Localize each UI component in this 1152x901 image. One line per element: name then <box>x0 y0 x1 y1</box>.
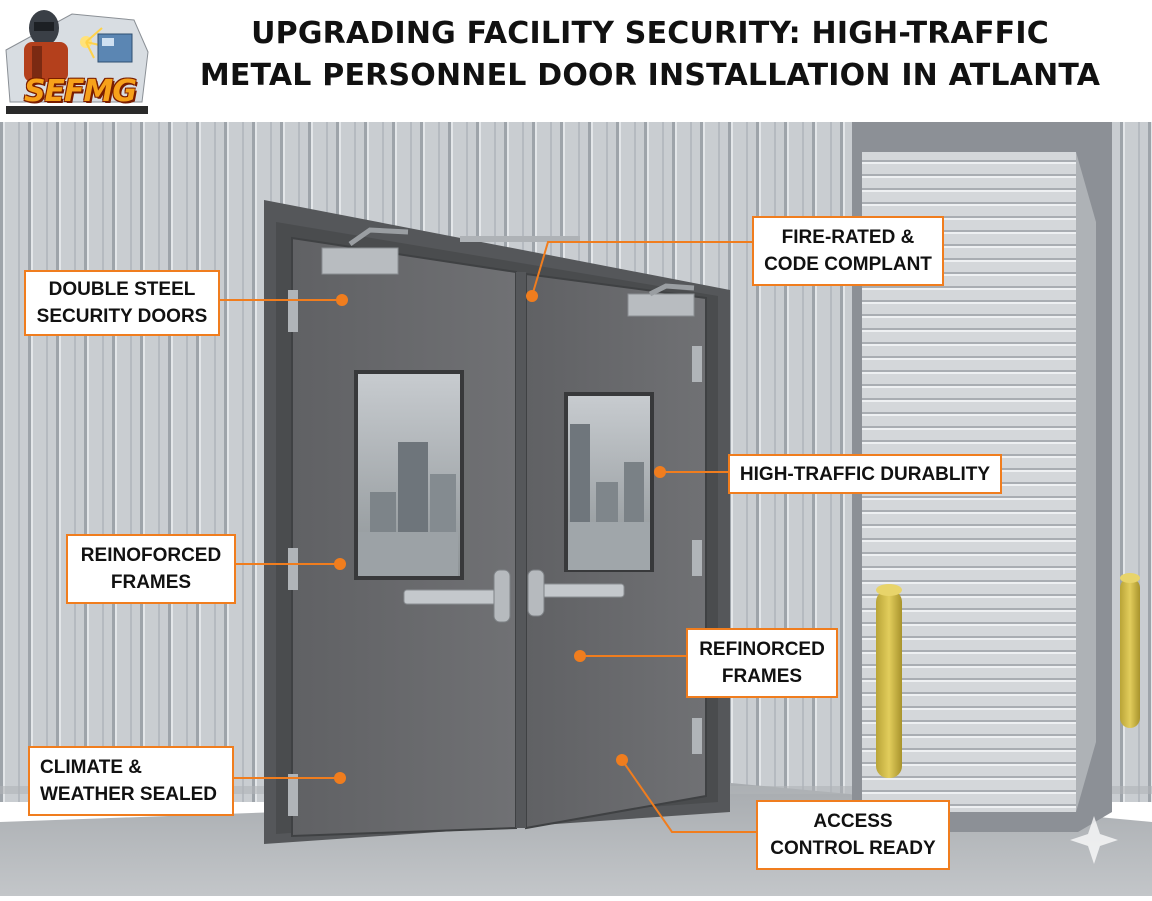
header: SEFMG UPGRADING FACILITY SECURITY: HIGH-… <box>0 0 1152 122</box>
page-title-line-1: UPGRADING FACILITY SECURITY: HIGH-TRAFFI… <box>251 16 1049 51</box>
marker-dot <box>654 466 666 478</box>
marker-dot <box>574 650 586 662</box>
marker-dot <box>526 290 538 302</box>
callout-reinforced-frames-right: REFINORCED FRAMES <box>686 628 838 698</box>
page-title-line-2: METAL PERSONNEL DOOR INSTALLATION IN ATL… <box>199 58 1101 93</box>
callout-fire-rated: FIRE-RATED & CODE COMPLANT <box>752 216 944 286</box>
callout-access-control: ACCESS CONTROL READY <box>756 800 950 870</box>
welder-mascot-logo-icon <box>5 10 149 114</box>
marker-dot <box>616 754 628 766</box>
marker-dot <box>334 558 346 570</box>
callout-double-steel-doors: DOUBLE STEEL SECURITY DOORS <box>24 270 220 336</box>
logo-name: SEFMG <box>23 74 137 109</box>
callout-climate-sealed: CLIMATE & WEATHER SEALED <box>28 746 234 816</box>
company-logo: SEFMG <box>2 2 152 118</box>
scene-illustration <box>0 122 1152 896</box>
callout-high-traffic: HIGH-TRAFFIC DURABLITY <box>728 454 1002 494</box>
callout-reinforced-frames-left: REINOFORCED FRAMES <box>66 534 236 604</box>
door-installation-photo <box>0 122 1152 896</box>
marker-dot <box>336 294 348 306</box>
marker-dot <box>334 772 346 784</box>
sparkle-watermark-icon <box>1070 816 1118 864</box>
